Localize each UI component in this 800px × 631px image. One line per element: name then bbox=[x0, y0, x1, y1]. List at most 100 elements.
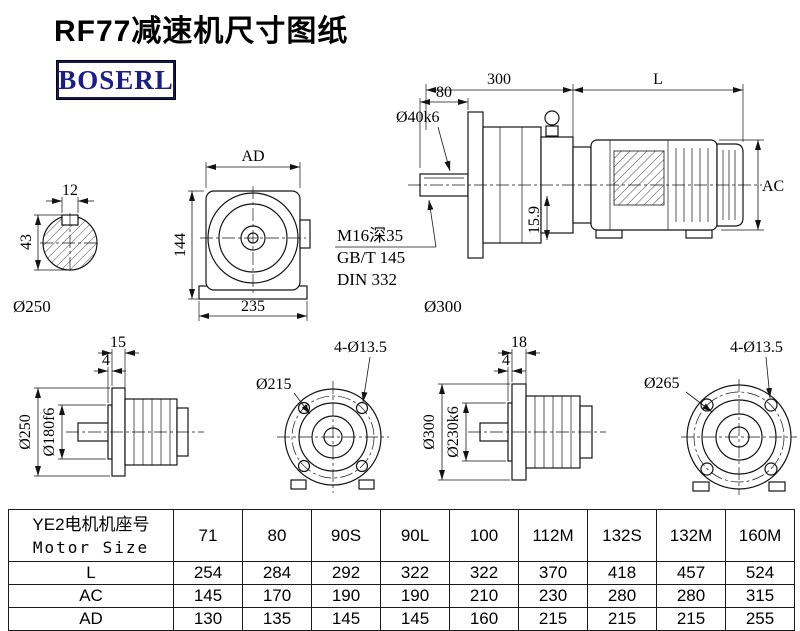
cell-L-6: 418 bbox=[587, 561, 657, 585]
dim-l-label: L bbox=[653, 71, 663, 88]
dim-215-label: Ø215 bbox=[256, 376, 292, 393]
row-label-AC: AC bbox=[8, 584, 174, 608]
dim-flange250-thickness: 15 bbox=[98, 334, 139, 397]
dim-holes-300: 4-Ø13.5 bbox=[730, 339, 783, 399]
dim-18-label: 18 bbox=[511, 334, 527, 351]
dim-holes300-label: 4-Ø13.5 bbox=[730, 339, 783, 356]
dim-235: 235 bbox=[198, 298, 308, 321]
table-header-cn: YE2电机机座号 bbox=[32, 514, 150, 534]
cell-L-0: 254 bbox=[173, 561, 243, 585]
dim-holes-250: 4-Ø13.5 bbox=[334, 339, 387, 403]
cell-AC-4: 210 bbox=[449, 584, 519, 608]
drawing-flange250-front: Ø215 4-Ø13.5 bbox=[256, 339, 389, 493]
motor-size-160m: 160M bbox=[725, 509, 795, 562]
table-header-row: YE2电机机座号 Motor Size 71 80 90S 90L 100 11… bbox=[8, 509, 795, 562]
table-row-AD: AD 130 135 145 145 160 215 215 215 255 bbox=[8, 607, 795, 631]
cell-L-1: 284 bbox=[242, 561, 312, 585]
motor-size-132s: 132S bbox=[587, 509, 657, 562]
dim-15-9-label: 15.9 bbox=[526, 206, 543, 234]
dim-ac-label: AC bbox=[762, 178, 784, 195]
row-label-L: L bbox=[8, 561, 174, 585]
motor-size-71: 71 bbox=[173, 509, 243, 562]
row-label-AD: AD bbox=[8, 607, 174, 631]
dim-144: 144 bbox=[172, 190, 204, 300]
dim-80-label: 80 bbox=[436, 84, 452, 101]
dim-flange300-od: Ø300 bbox=[421, 383, 510, 481]
table-row-L: L 254 284 292 322 322 370 418 457 524 bbox=[8, 561, 795, 585]
dim-pilot-265: Ø265 bbox=[644, 375, 713, 413]
cell-AD-3: 145 bbox=[380, 607, 450, 631]
dim-12-label: 12 bbox=[62, 182, 78, 199]
cell-AC-6: 280 bbox=[587, 584, 657, 608]
cell-AD-4: 160 bbox=[449, 607, 519, 631]
dim-flange300-thickness: 18 bbox=[498, 334, 540, 394]
dim-flange300-spigot-dia: Ø230k6 bbox=[445, 402, 506, 462]
dim-144-label: 144 bbox=[172, 233, 189, 257]
cell-L-5: 370 bbox=[518, 561, 588, 585]
motor-size-100: 100 bbox=[449, 509, 519, 562]
dim-300-label: 300 bbox=[487, 71, 511, 88]
dim-key-height: 43 bbox=[18, 214, 68, 271]
cell-AD-5: 215 bbox=[518, 607, 588, 631]
dim-15-9: 15.9 bbox=[526, 196, 550, 240]
label-flange250: Ø250 bbox=[13, 297, 51, 316]
note-gbt145-label: GB/T 145 bbox=[337, 248, 405, 267]
dim-pilot-215: Ø215 bbox=[256, 376, 311, 415]
dim-4-label: 4 bbox=[102, 352, 110, 369]
center-hole-note: M16深35 GB/T 145 DIN 332 bbox=[335, 199, 437, 289]
motor-size-80: 80 bbox=[242, 509, 312, 562]
cell-AD-6: 215 bbox=[587, 607, 657, 631]
motor-size-90s: 90S bbox=[311, 509, 381, 562]
drawing-shaft-section: 12 43 bbox=[18, 182, 100, 273]
cell-L-7: 457 bbox=[656, 561, 726, 585]
cell-L-4: 322 bbox=[449, 561, 519, 585]
table-row-AC: AC 145 170 190 190 210 230 280 280 315 bbox=[8, 584, 795, 608]
dim-ac: AC bbox=[719, 139, 784, 231]
dim-43-label: 43 bbox=[18, 234, 35, 250]
drawing-front-view: AD 144 235 bbox=[172, 148, 311, 321]
dim-key-width: 12 bbox=[46, 182, 94, 213]
dim-shaft-dia-label: Ø40k6 bbox=[396, 109, 440, 126]
page-title: RF77减速机尺寸图纸 bbox=[54, 15, 349, 48]
label-flange300: Ø300 bbox=[424, 297, 462, 316]
dim-180-label: Ø180f6 bbox=[41, 408, 58, 457]
dim-300: 300 bbox=[425, 71, 574, 140]
motor-size-112m: 112M bbox=[518, 509, 588, 562]
note-m16-label: M16深35 bbox=[337, 226, 403, 245]
dim-flange250-od: Ø250 bbox=[17, 387, 110, 477]
drawing-flange300-front: Ø265 4-Ø13.5 bbox=[644, 339, 797, 495]
cell-AD-1: 135 bbox=[242, 607, 312, 631]
cell-L-8: 524 bbox=[725, 561, 795, 585]
brand-logo-text: BOSERL bbox=[58, 64, 174, 95]
dim-od300-label: Ø300 bbox=[421, 414, 438, 450]
motor-size-90l: 90L bbox=[380, 509, 450, 562]
dim-L: L bbox=[573, 71, 744, 142]
dim-265-label: Ø265 bbox=[644, 375, 680, 392]
motor-size-table: YE2电机机座号 Motor Size 71 80 90S 90L 100 11… bbox=[8, 509, 795, 631]
cell-AC-3: 190 bbox=[380, 584, 450, 608]
dim-230-label: Ø230k6 bbox=[445, 406, 462, 458]
cell-AC-7: 280 bbox=[656, 584, 726, 608]
dim-holes250-label: 4-Ø13.5 bbox=[334, 339, 387, 356]
cell-L-3: 322 bbox=[380, 561, 450, 585]
cell-AD-8: 255 bbox=[725, 607, 795, 631]
table-header-motor-size: YE2电机机座号 Motor Size bbox=[8, 509, 174, 562]
dim-flange250-spigot-thickness: 4 bbox=[94, 352, 126, 403]
cell-L-2: 292 bbox=[311, 561, 381, 585]
cell-AC-1: 170 bbox=[242, 584, 312, 608]
table-header-en: Motor Size bbox=[32, 537, 150, 557]
technical-drawing: 12 43 AD bbox=[13, 71, 797, 495]
dim-15-label: 15 bbox=[110, 334, 126, 351]
cell-AC-2: 190 bbox=[311, 584, 381, 608]
eyebolt-icon bbox=[544, 110, 560, 126]
dim-shaft-dia: Ø40k6 bbox=[396, 109, 451, 172]
dim-80: 80 bbox=[419, 84, 469, 168]
cell-AD-0: 130 bbox=[173, 607, 243, 631]
drawing-side-view: 300 L 80 Ø40k6 AC bbox=[335, 71, 784, 289]
cell-AC-5: 230 bbox=[518, 584, 588, 608]
motor-size-132m: 132M bbox=[656, 509, 726, 562]
dim-ad-label: AD bbox=[241, 148, 264, 165]
cell-AC-8: 315 bbox=[725, 584, 795, 608]
cell-AC-0: 145 bbox=[173, 584, 243, 608]
